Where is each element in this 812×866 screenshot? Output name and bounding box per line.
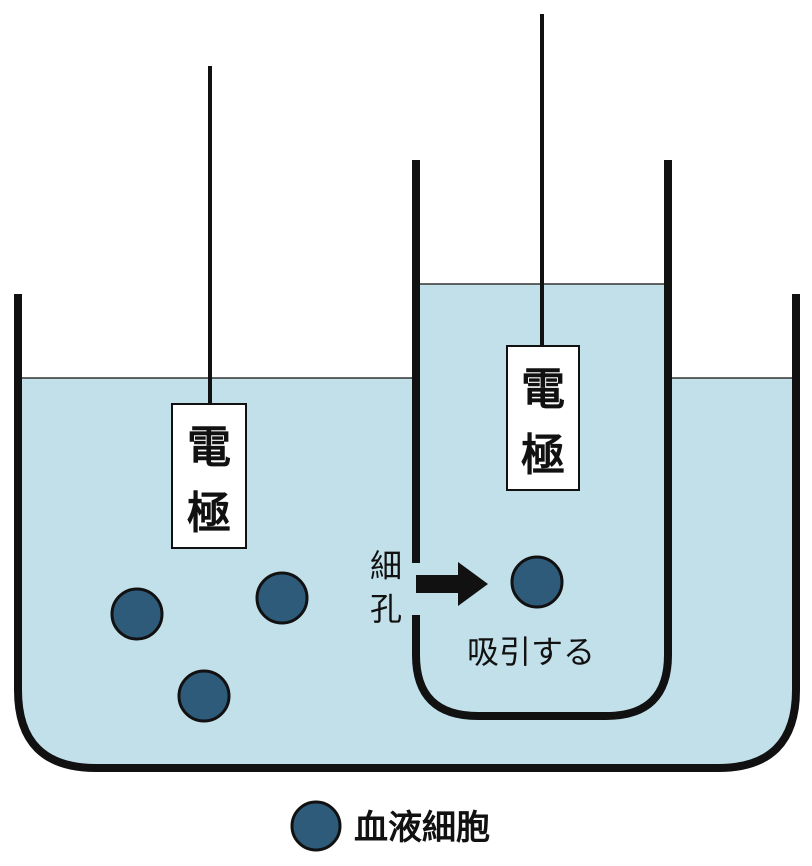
legend-cell-marker — [290, 800, 342, 852]
suction-label: 吸引する — [467, 633, 595, 671]
suction-arrow — [416, 562, 488, 606]
blood-cell — [110, 587, 164, 641]
right-electrode-char2: 極 — [521, 430, 565, 481]
right-electrode-box — [506, 345, 580, 491]
pore-label-char2: 孔 — [370, 590, 402, 628]
left-electrode-char1: 電 — [187, 422, 231, 473]
blood-cell — [255, 571, 309, 625]
blood-cell — [177, 669, 231, 723]
right-electrode-char1: 電 — [521, 364, 565, 415]
left-electrode-char2: 極 — [187, 488, 231, 539]
blood-cell-in-tube — [510, 555, 564, 609]
inner-tube-liquid — [416, 284, 668, 716]
legend-label: 血液細胞 — [354, 808, 490, 848]
pore-label-char1: 細 — [370, 547, 402, 585]
inner-tube-wall — [412, 160, 672, 720]
outer-beaker-wall — [14, 294, 800, 772]
left-electrode-box — [171, 403, 247, 549]
outer-beaker-liquid — [18, 378, 796, 768]
